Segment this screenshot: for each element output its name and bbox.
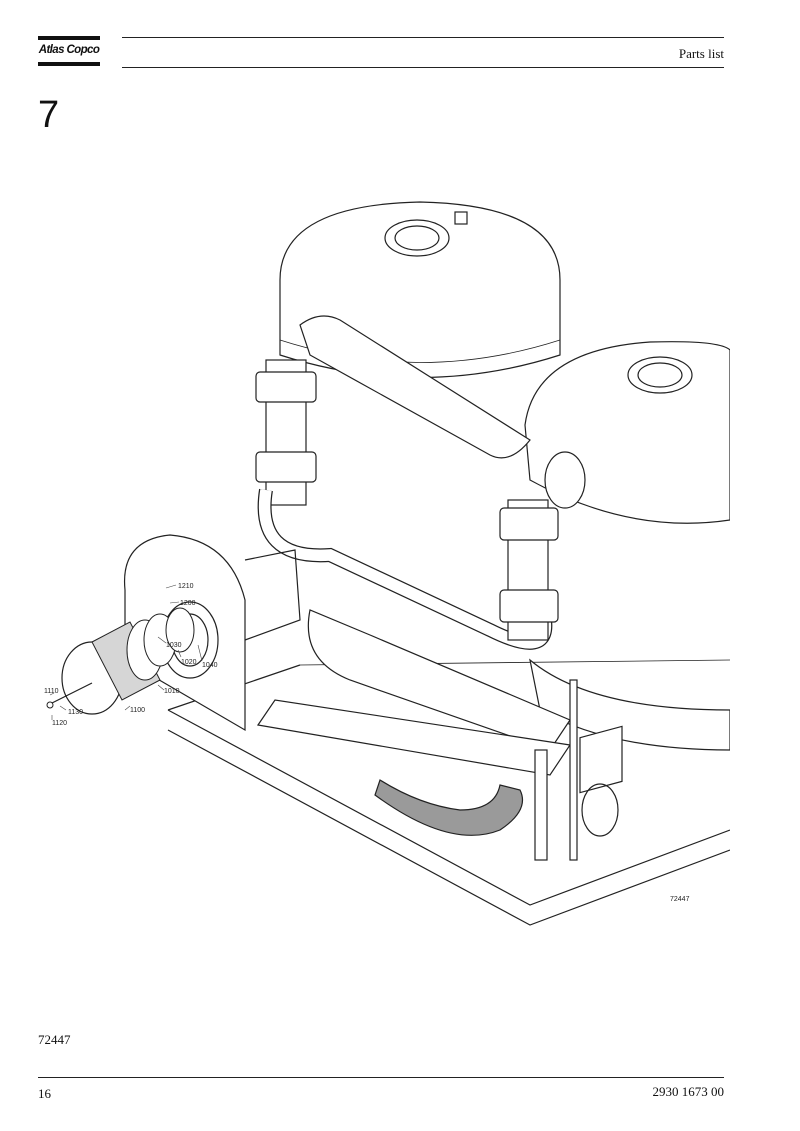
footer-rule	[38, 1077, 724, 1078]
air-filter-exploded	[46, 607, 195, 715]
figure-caption: 72447	[38, 1032, 71, 1047]
logo-bottom-bar	[38, 62, 100, 66]
assembly-linework	[123, 201, 730, 926]
callout-1110: 1110	[44, 688, 59, 695]
callout-1100: 1100	[130, 707, 145, 714]
callout-1120: 1120	[52, 720, 67, 727]
callout-labels: 1210 1200 1030 1020 1040 1010 1100 1110 …	[44, 583, 690, 903]
logo-text: Atlas Copco	[38, 44, 100, 56]
callout-1130: 1130	[68, 709, 83, 716]
callout-1210: 1210	[178, 583, 194, 590]
page-title: Parts list	[678, 46, 724, 61]
callout-1030: 1030	[166, 642, 182, 649]
header-bottom-rule	[122, 67, 724, 68]
exploded-parts-drawing: 1210 1200 1030 1020 1040 1010 1100 1110 …	[44, 201, 730, 926]
callout-leaders	[49, 584, 203, 720]
callout-1020: 1020	[181, 659, 197, 666]
callout-1040: 1040	[202, 662, 218, 669]
page-number: 16	[38, 1086, 51, 1101]
callout-1200: 1200	[180, 600, 196, 607]
callout-1010: 1010	[164, 688, 180, 695]
header-top-rule	[122, 37, 724, 38]
atlas-copco-logo: Atlas Copco	[38, 36, 100, 68]
drawing-number-label: 72447	[670, 896, 690, 903]
chapter-number: 7	[38, 94, 60, 136]
document-number: 2930 1673 00	[652, 1084, 725, 1099]
logo-top-bar	[38, 36, 100, 40]
